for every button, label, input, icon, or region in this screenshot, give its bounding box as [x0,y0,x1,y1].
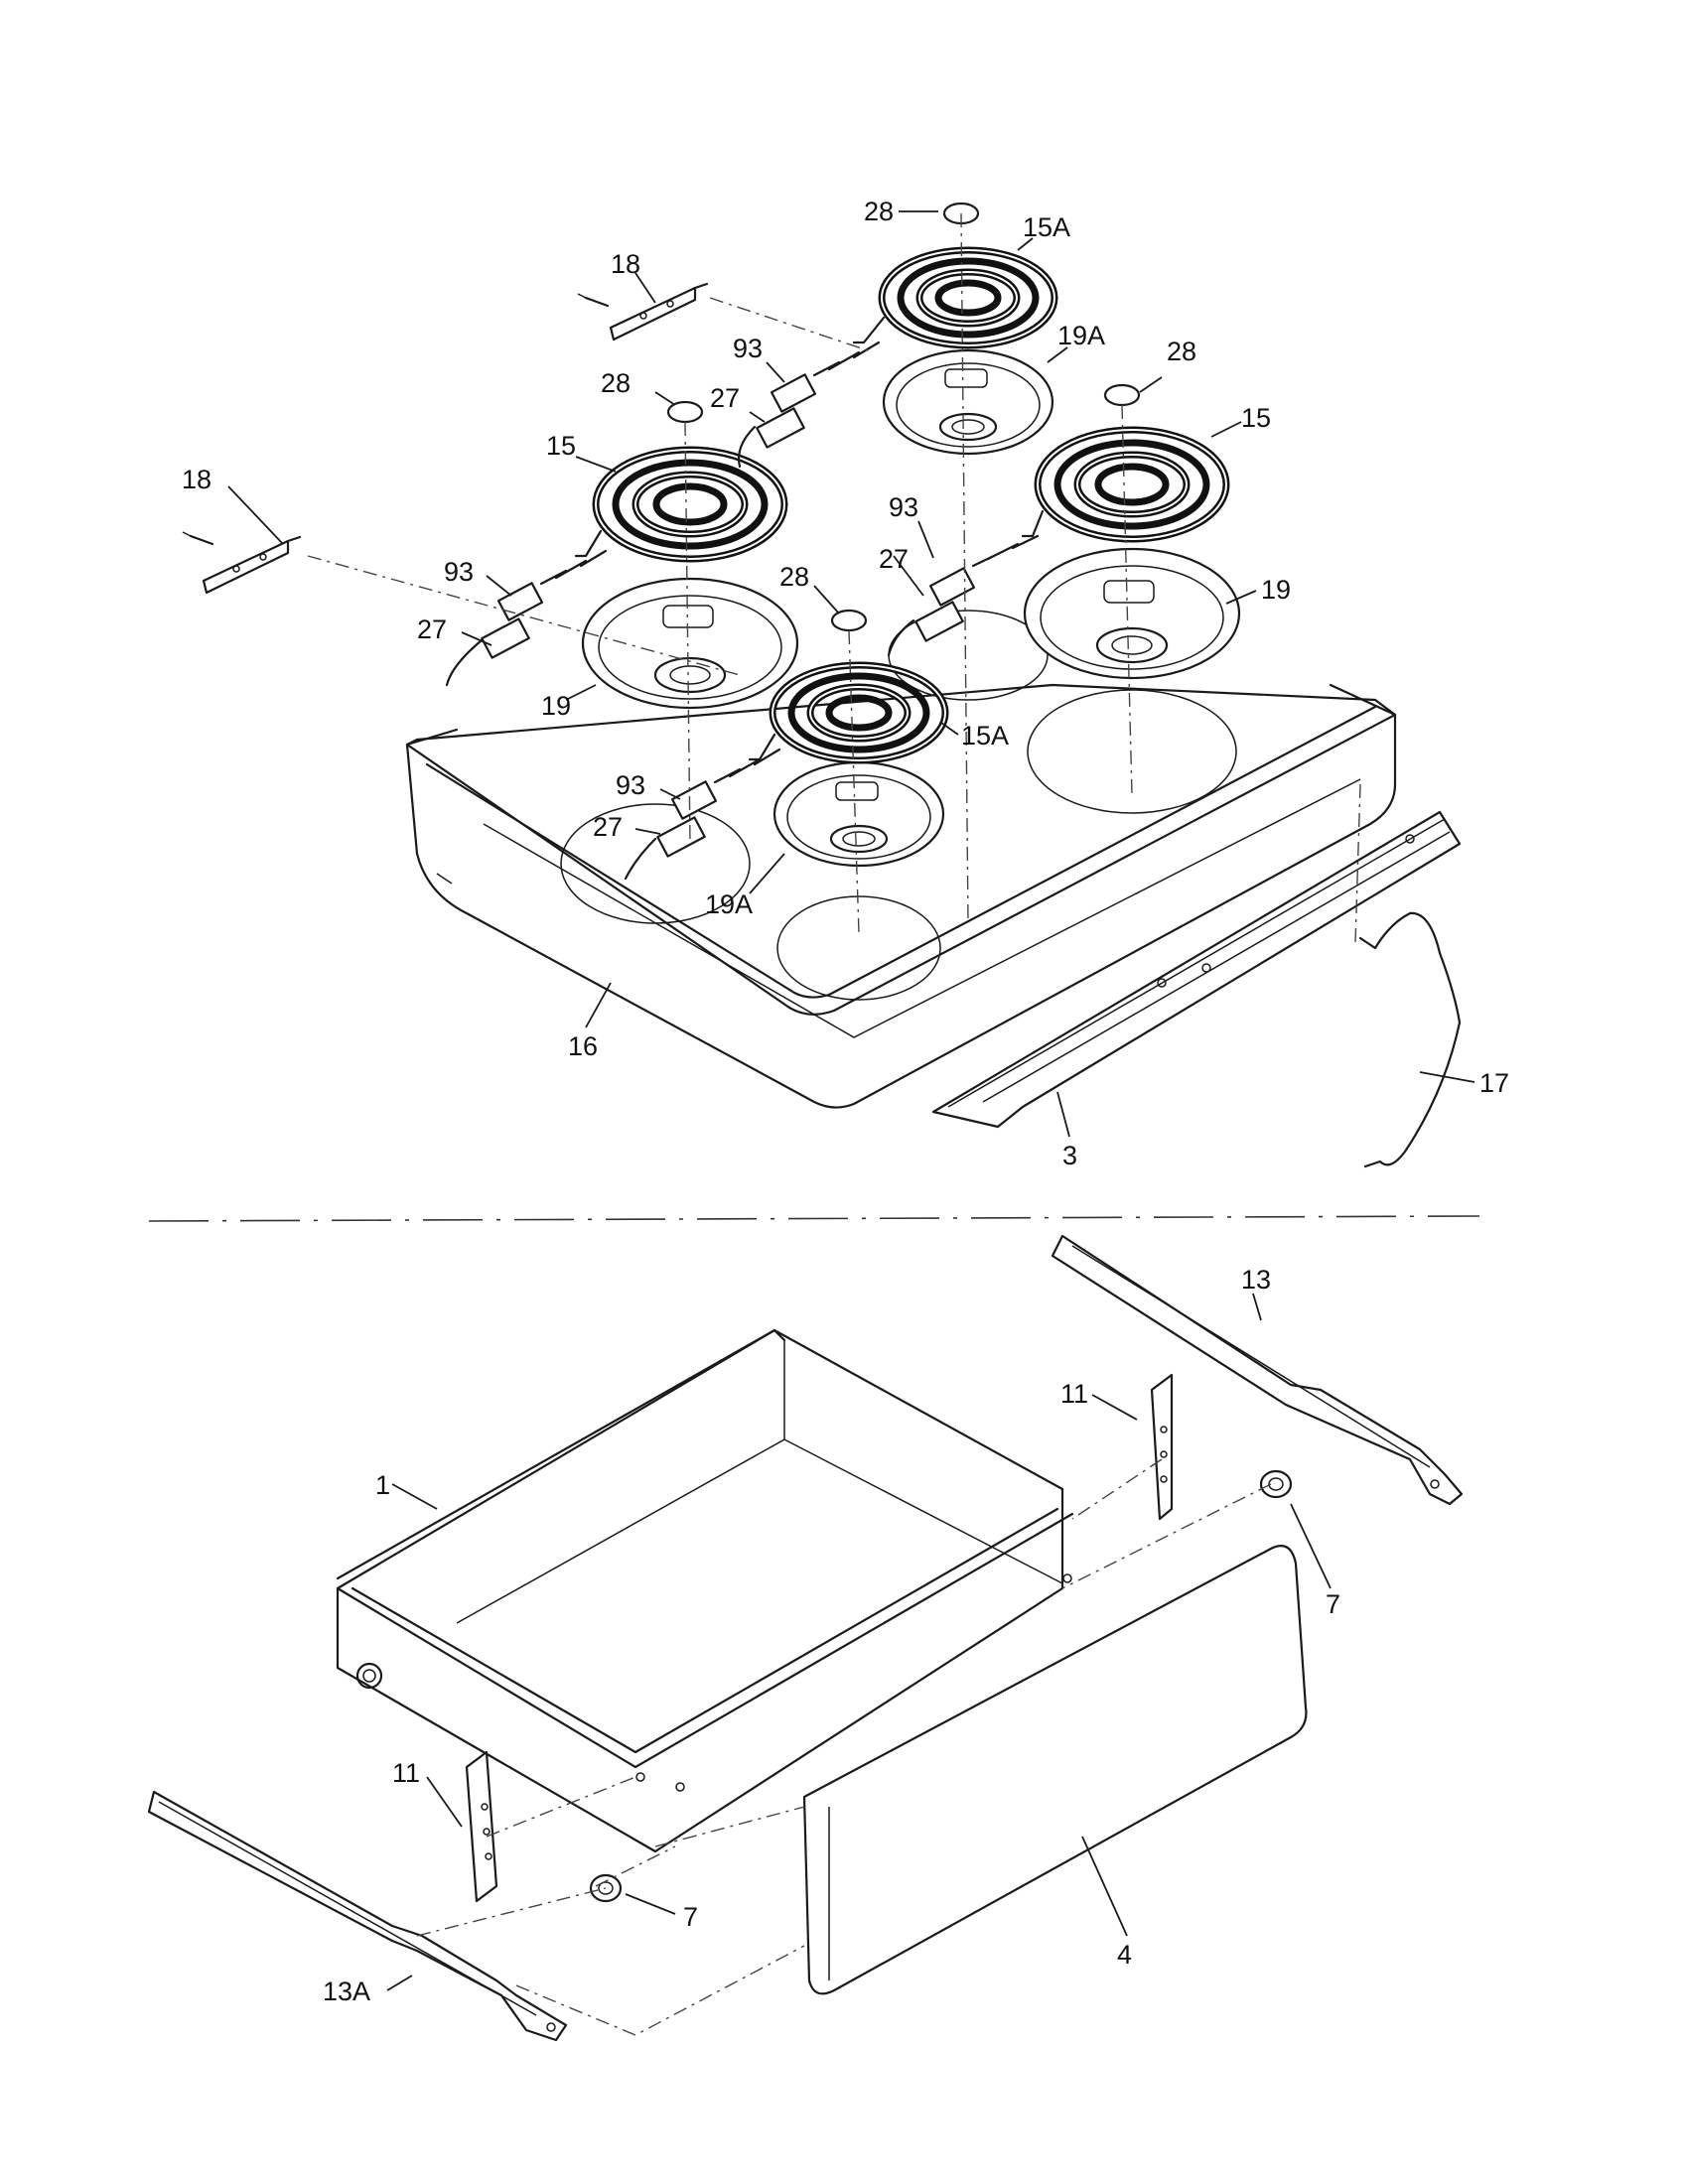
callout-13: 13 [1241,1265,1271,1295]
callout-17: 17 [1479,1068,1509,1098]
surface-element-15-left [574,446,788,563]
wire-17 [1358,911,1462,1168]
callout-93-mid: 93 [889,492,918,522]
callout-27-front: 27 [593,812,623,842]
callout-93-front: 93 [616,770,645,800]
callout-4: 4 [1117,1940,1132,1970]
callout-19-right: 19 [1261,575,1291,605]
callout-19A-top: 19A [1057,321,1105,350]
slide-bracket-11-right [1150,1373,1174,1521]
drip-pan-19A-rear [882,348,1054,456]
callout-leaders [227,210,1475,1991]
callout-28-center: 28 [779,562,809,592]
callout-13A: 13A [323,1977,370,2006]
callout-27-top: 27 [710,383,740,413]
callout-15A-front: 15A [961,721,1009,751]
drip-pan-19-left [581,577,799,710]
slide-bracket-11-left [465,1750,498,1903]
callout-11-left: 11 [392,1758,420,1788]
callout-27-left: 27 [417,614,447,644]
callout-18-left: 18 [182,465,211,494]
bracket-18-top [577,282,709,341]
callout-11-right: 11 [1060,1379,1088,1409]
surface-element-15-right [1021,426,1230,543]
drip-pan-19-right [1023,547,1241,680]
terminal-block-mid [887,534,1040,657]
callout-15-left: 15 [546,431,576,461]
callout-93-top: 93 [733,334,763,363]
callout-1: 1 [375,1470,390,1500]
callout-18-top: 18 [611,249,640,279]
callout-labels: 28 15A 18 93 19A 28 28 27 15 15 18 93 27… [182,197,1509,2006]
callout-7-right: 7 [1326,1589,1340,1619]
callout-15A-top: 15A [1023,212,1070,242]
callout-28-top: 28 [864,197,894,226]
drawer-front-panel-4 [802,1545,1308,1995]
callout-28-right: 28 [1167,337,1196,366]
terminal-block-rear [737,341,881,469]
drawer-slide-13A [147,1790,568,2042]
caps-28 [666,202,1141,632]
callout-15-right: 15 [1241,403,1271,433]
terminal-block-front [624,748,781,881]
drawer-slide-13 [1051,1234,1464,1506]
surface-element-15A-rear [852,246,1058,349]
callout-19A-front: 19A [705,889,753,919]
callout-28-left: 28 [601,368,631,398]
callout-7-left: 7 [683,1902,698,1932]
callout-93-left: 93 [444,557,474,587]
rear-trim-3 [931,810,1462,1129]
drip-pan-19A-front [772,760,945,868]
callout-19-left: 19 [541,691,571,721]
bracket-18-left [182,531,302,595]
callout-27-mid: 27 [879,544,909,574]
surface-element-15A-front [748,661,949,764]
callout-3: 3 [1062,1141,1077,1170]
callout-16: 16 [568,1031,598,1061]
assembly-lines [307,212,1361,2036]
section-divider [148,1215,1480,1222]
